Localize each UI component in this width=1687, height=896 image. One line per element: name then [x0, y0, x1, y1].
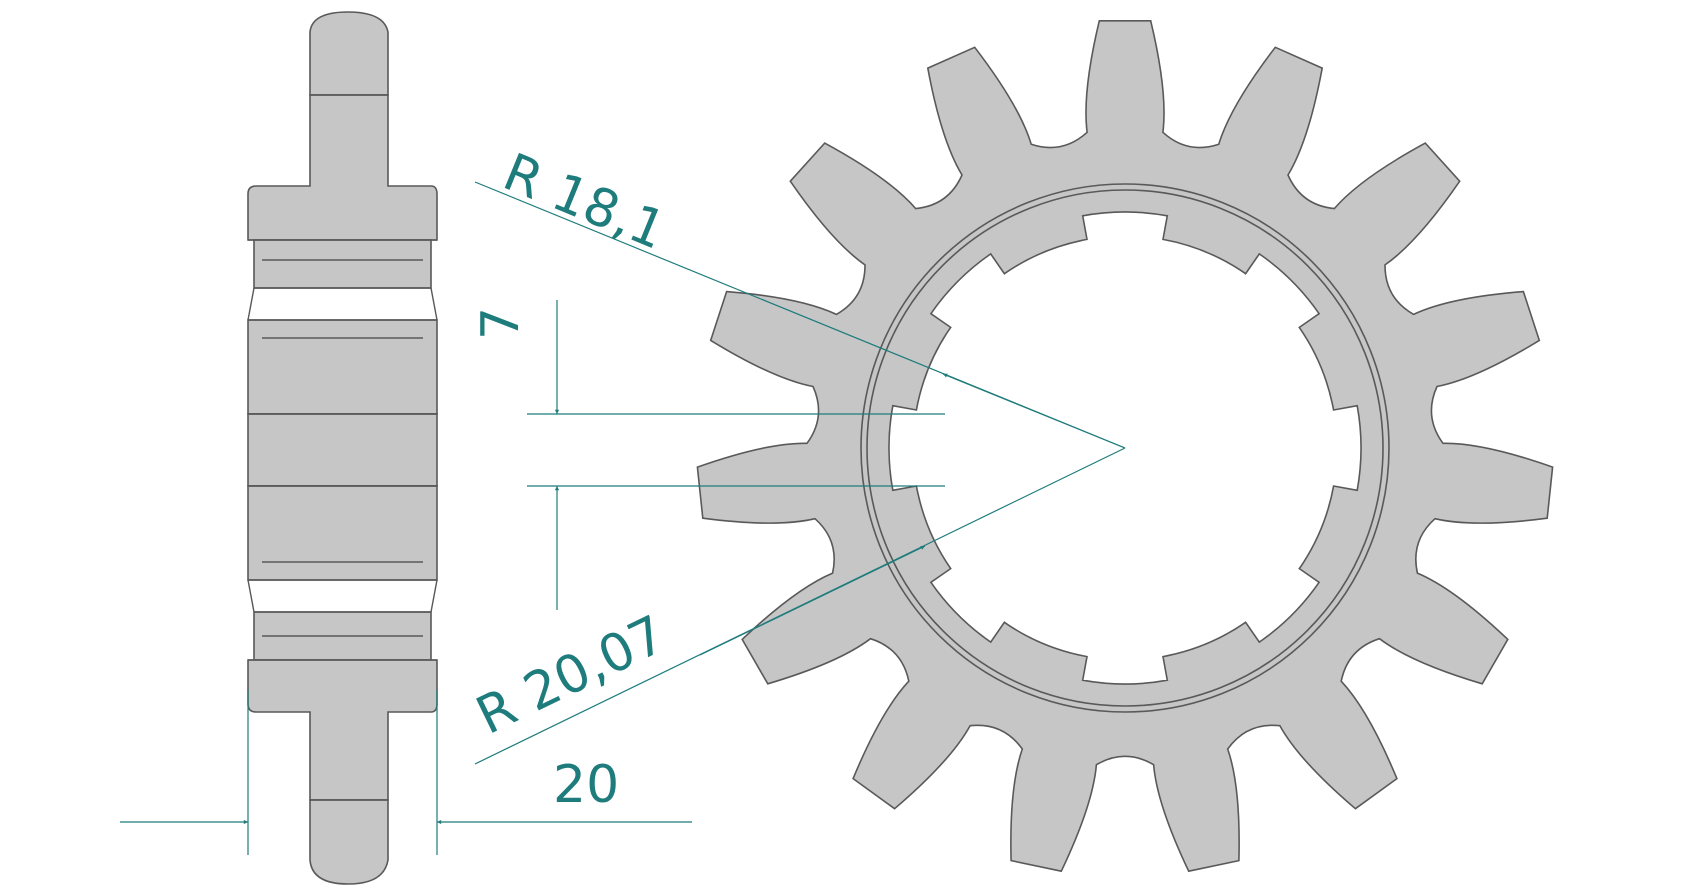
- side-view-top-hub: [247, 94, 438, 241]
- side-view-spline-band-3: [247, 485, 438, 581]
- hub-ring-outer: [860, 183, 1390, 713]
- offset-label-7: 7: [471, 307, 531, 340]
- side-view-top-tooth: [309, 11, 389, 96]
- hub-ring-inner: [866, 189, 1384, 707]
- side-view-bottom-tooth: [309, 799, 389, 885]
- radius-label-r20-07: R 20,07: [467, 605, 674, 747]
- side-view-bottom-hub: [247, 659, 438, 801]
- dimensions: [120, 181, 1126, 855]
- leader-r20-07-arrow: [699, 545, 926, 656]
- side-view-detail-lines: [247, 94, 438, 801]
- side-view-spline-band-1: [253, 239, 432, 289]
- front-view: [696, 20, 1554, 873]
- side-view: [247, 11, 438, 885]
- side-view-center-band: [247, 413, 438, 487]
- side-view-spline-band-2: [247, 319, 438, 415]
- radius-label-r18-1: R 18,1: [495, 142, 674, 261]
- dimension-labels: R 18,1 R 20,07 7 20: [467, 142, 674, 815]
- leader-r18-1-arrow: [942, 373, 1126, 449]
- width-label-20: 20: [553, 755, 619, 815]
